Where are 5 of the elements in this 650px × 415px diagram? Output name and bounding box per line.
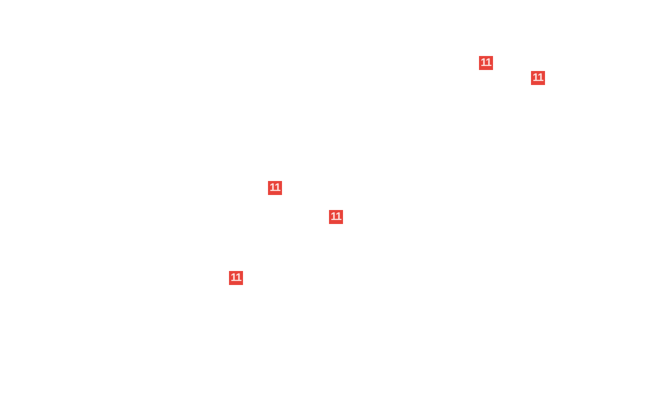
callout-number: 11 (229, 271, 243, 285)
callout-number: 11 (329, 210, 343, 224)
callout-number: 11 (268, 181, 282, 195)
callout-number: 11 (479, 56, 493, 70)
callout-number: 11 (531, 71, 545, 85)
